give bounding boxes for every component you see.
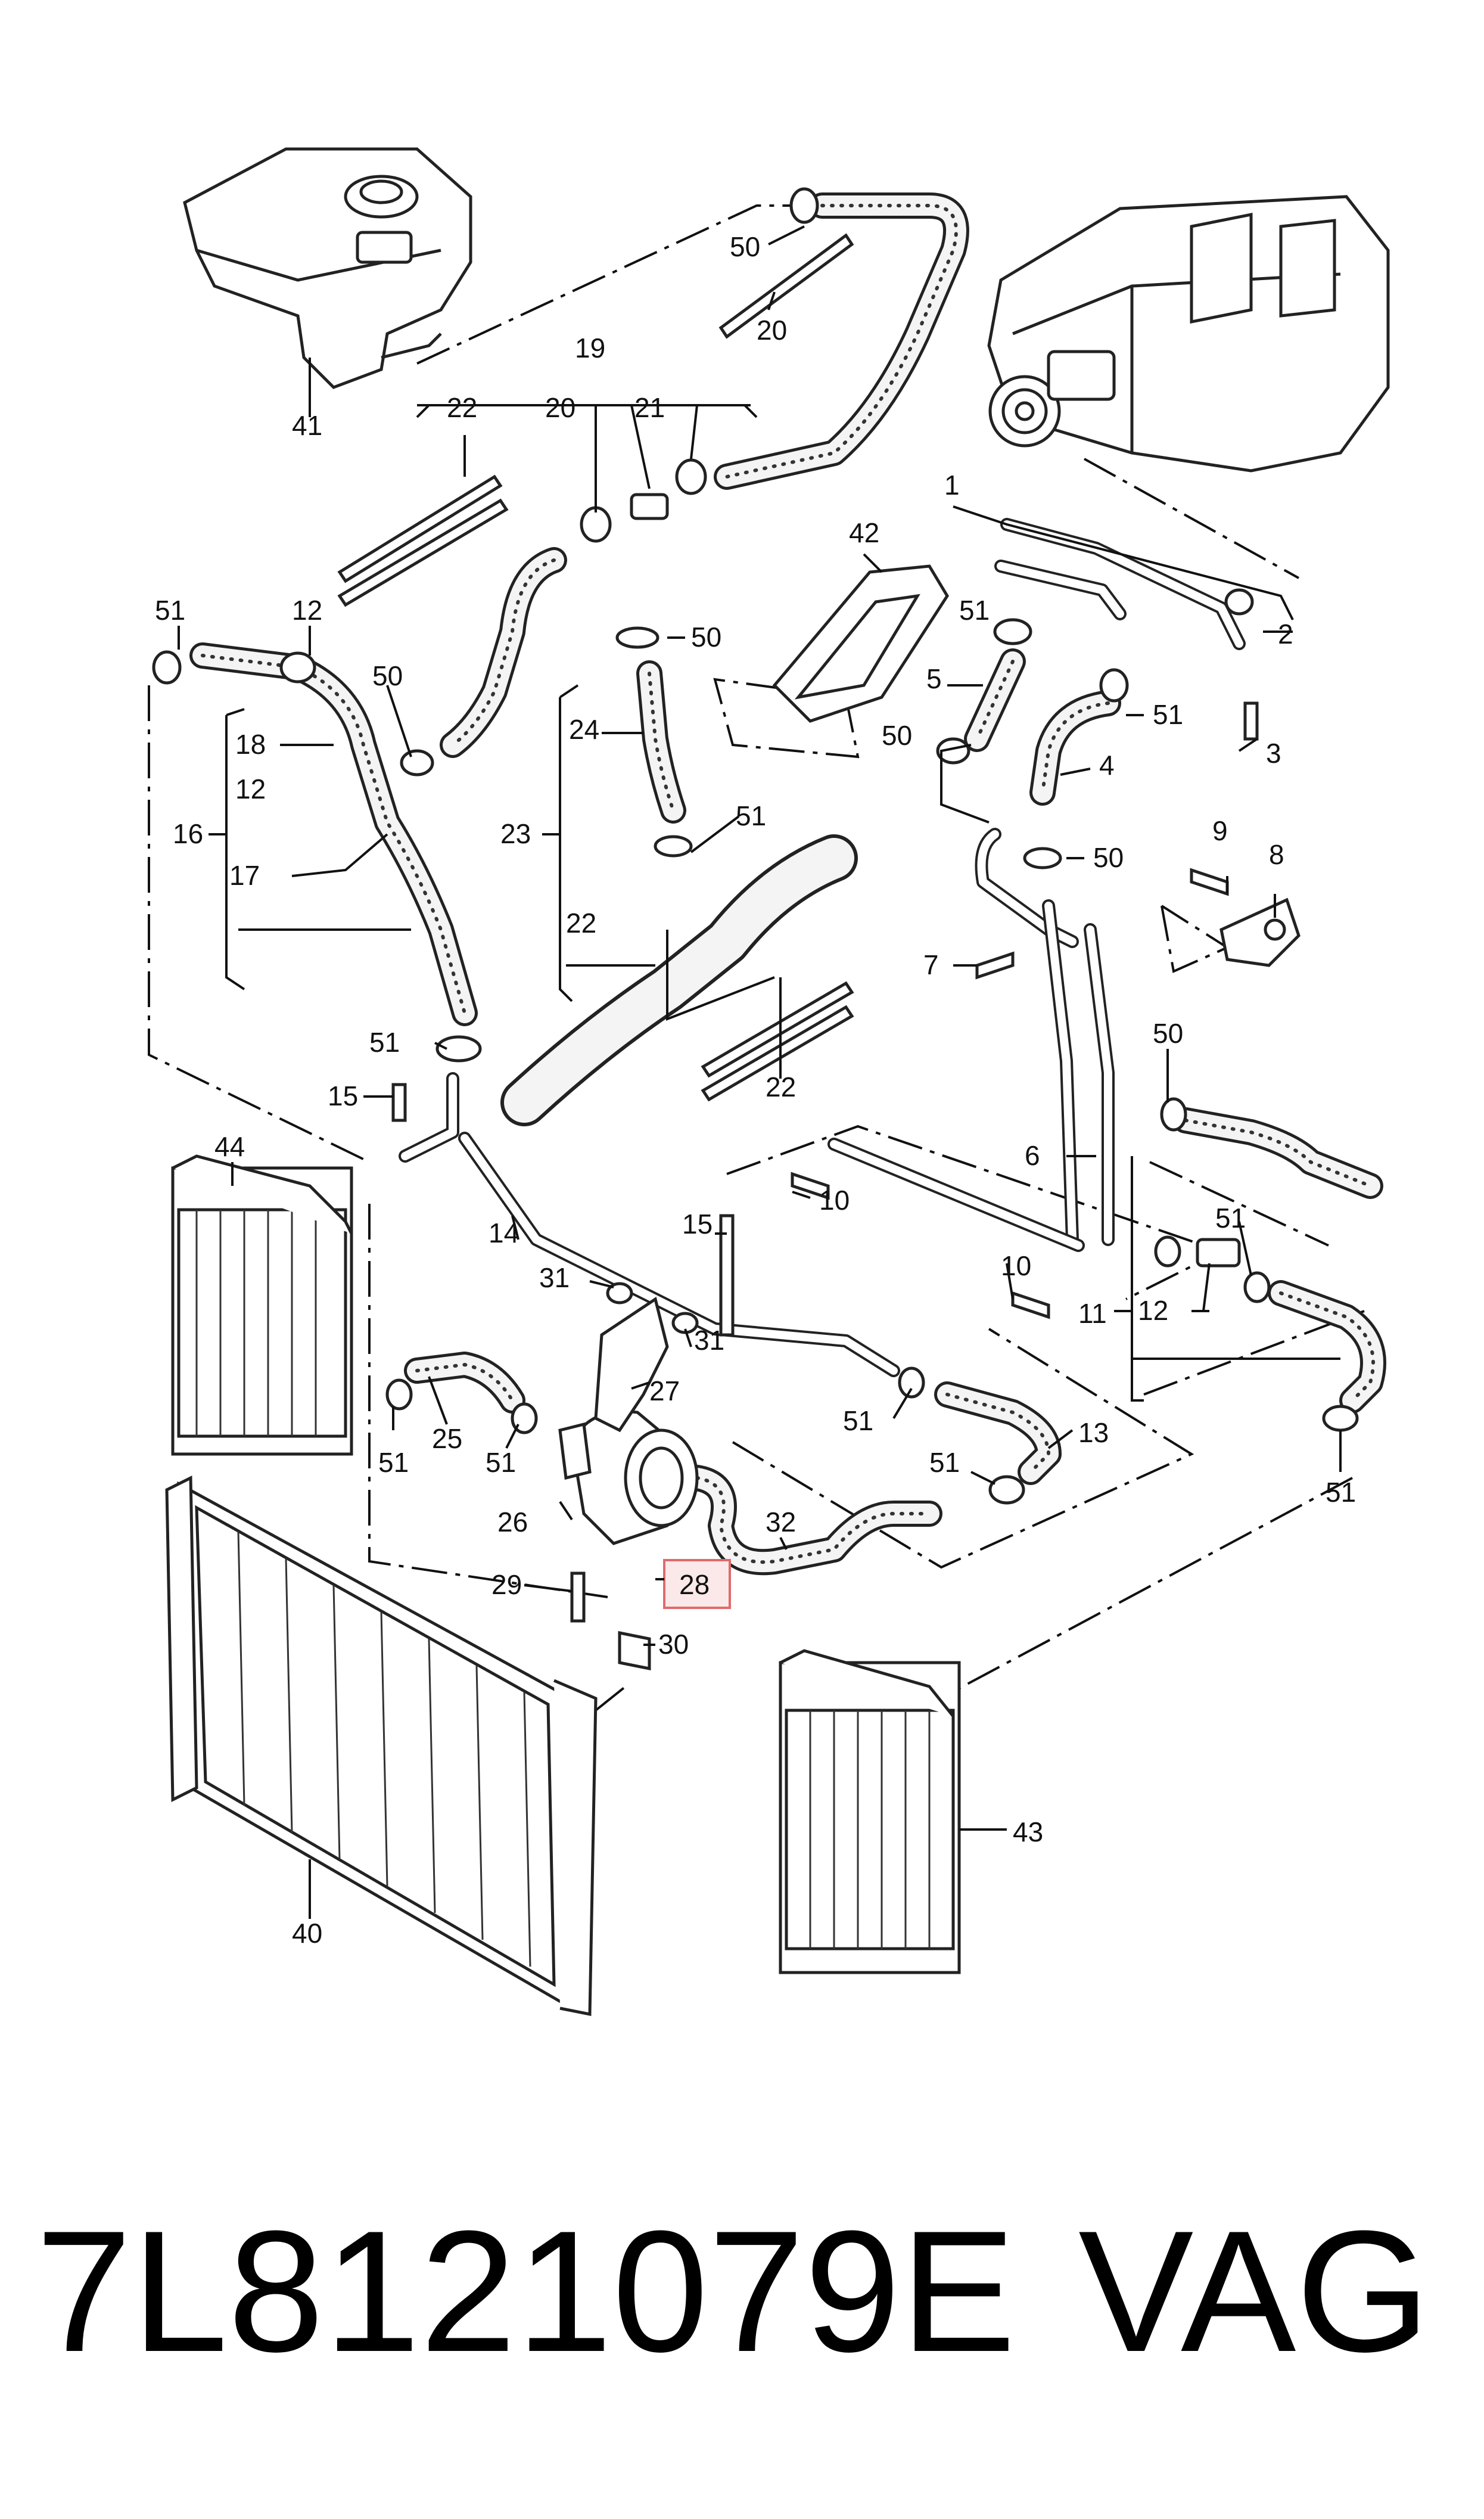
label-12: 12 bbox=[292, 595, 322, 626]
label-7: 7 bbox=[923, 949, 939, 980]
leader-lines bbox=[178, 225, 1342, 1919]
hose-clamps bbox=[152, 187, 1359, 1505]
bolts bbox=[391, 701, 1259, 1671]
bracket-42 bbox=[772, 564, 949, 723]
cable-ties bbox=[337, 233, 854, 1102]
rigid-pipes bbox=[399, 518, 1246, 1377]
label-22: 22 bbox=[566, 908, 596, 939]
group-boundaries bbox=[148, 204, 1365, 1712]
label-11: 11 bbox=[1078, 1298, 1107, 1329]
label-51: 51 bbox=[378, 1447, 409, 1478]
label-26: 26 bbox=[497, 1507, 528, 1538]
label-5: 5 bbox=[926, 663, 942, 694]
label-51: 51 bbox=[1215, 1203, 1246, 1234]
highlighted-part-box-28 bbox=[663, 1559, 731, 1609]
label-16: 16 bbox=[173, 818, 203, 849]
label-4: 4 bbox=[1099, 750, 1115, 781]
label-20: 20 bbox=[545, 392, 575, 423]
brand-name: VAG bbox=[1078, 2195, 1430, 2388]
radiator-43 bbox=[779, 1649, 961, 1974]
label-31: 31 bbox=[694, 1325, 724, 1356]
label-12: 12 bbox=[235, 774, 266, 805]
part-number: 7L8121079E bbox=[36, 2195, 1016, 2388]
expansion-tank bbox=[183, 147, 472, 389]
label-27: 27 bbox=[649, 1375, 680, 1406]
label-51: 51 bbox=[486, 1447, 516, 1478]
label-51: 51 bbox=[843, 1405, 873, 1436]
label-17: 17 bbox=[229, 860, 260, 891]
label-22: 22 bbox=[447, 392, 477, 423]
label-50: 50 bbox=[691, 622, 721, 653]
label-44: 44 bbox=[214, 1131, 245, 1162]
label-19: 19 bbox=[575, 333, 605, 364]
label-23: 23 bbox=[500, 818, 531, 849]
label-28: 28 bbox=[679, 1569, 710, 1600]
label-51: 51 bbox=[1326, 1477, 1356, 1508]
label-24: 24 bbox=[569, 714, 599, 745]
label-51: 51 bbox=[1153, 699, 1183, 730]
label-43: 43 bbox=[1013, 1816, 1043, 1847]
label-41: 41 bbox=[292, 410, 322, 441]
label-51: 51 bbox=[929, 1447, 960, 1478]
label-42: 42 bbox=[849, 517, 879, 548]
label-20: 20 bbox=[757, 315, 787, 346]
label-3: 3 bbox=[1266, 738, 1281, 769]
label-15: 15 bbox=[328, 1080, 358, 1111]
label-29: 29 bbox=[491, 1569, 522, 1600]
label-10: 10 bbox=[1001, 1250, 1031, 1281]
coolant-system-exploded-diagram: 41 50 20 19 22 20 21 42 1 2 3 51 12 50 5… bbox=[148, 147, 1390, 2017]
label-25: 25 bbox=[432, 1423, 462, 1454]
label-12: 12 bbox=[1138, 1295, 1168, 1326]
label-15: 15 bbox=[682, 1209, 713, 1240]
label-51: 51 bbox=[369, 1027, 400, 1058]
label-51: 51 bbox=[736, 800, 766, 831]
label-50: 50 bbox=[1153, 1018, 1183, 1049]
label-8: 8 bbox=[1269, 839, 1284, 870]
part-labels: 41 50 20 19 22 20 21 42 1 2 3 51 12 50 5… bbox=[155, 231, 1356, 1949]
supercharger-housing bbox=[987, 195, 1390, 473]
label-2: 2 bbox=[1278, 619, 1293, 650]
bracket-27 bbox=[594, 1296, 669, 1433]
label-50: 50 bbox=[882, 720, 912, 751]
label-30: 30 bbox=[658, 1629, 689, 1660]
auxiliary-coolant-pump bbox=[558, 1410, 699, 1545]
label-13: 13 bbox=[1078, 1417, 1109, 1448]
radiator-40 bbox=[165, 1475, 598, 2017]
label-1: 1 bbox=[944, 470, 960, 501]
label-51: 51 bbox=[959, 595, 990, 626]
label-9: 9 bbox=[1212, 815, 1228, 846]
label-10: 10 bbox=[819, 1185, 850, 1216]
label-22: 22 bbox=[766, 1071, 796, 1102]
radiator-44 bbox=[171, 1154, 353, 1456]
label-31: 31 bbox=[539, 1262, 570, 1293]
label-50: 50 bbox=[1093, 842, 1124, 873]
bracket-8 bbox=[1219, 897, 1301, 967]
label-40: 40 bbox=[292, 1918, 322, 1949]
label-50: 50 bbox=[372, 660, 403, 691]
label-6: 6 bbox=[1025, 1140, 1040, 1171]
label-50: 50 bbox=[730, 231, 760, 262]
label-14: 14 bbox=[489, 1217, 519, 1248]
label-18: 18 bbox=[235, 729, 266, 760]
label-51: 51 bbox=[155, 595, 185, 626]
label-32: 32 bbox=[766, 1507, 796, 1538]
label-21: 21 bbox=[634, 392, 665, 423]
